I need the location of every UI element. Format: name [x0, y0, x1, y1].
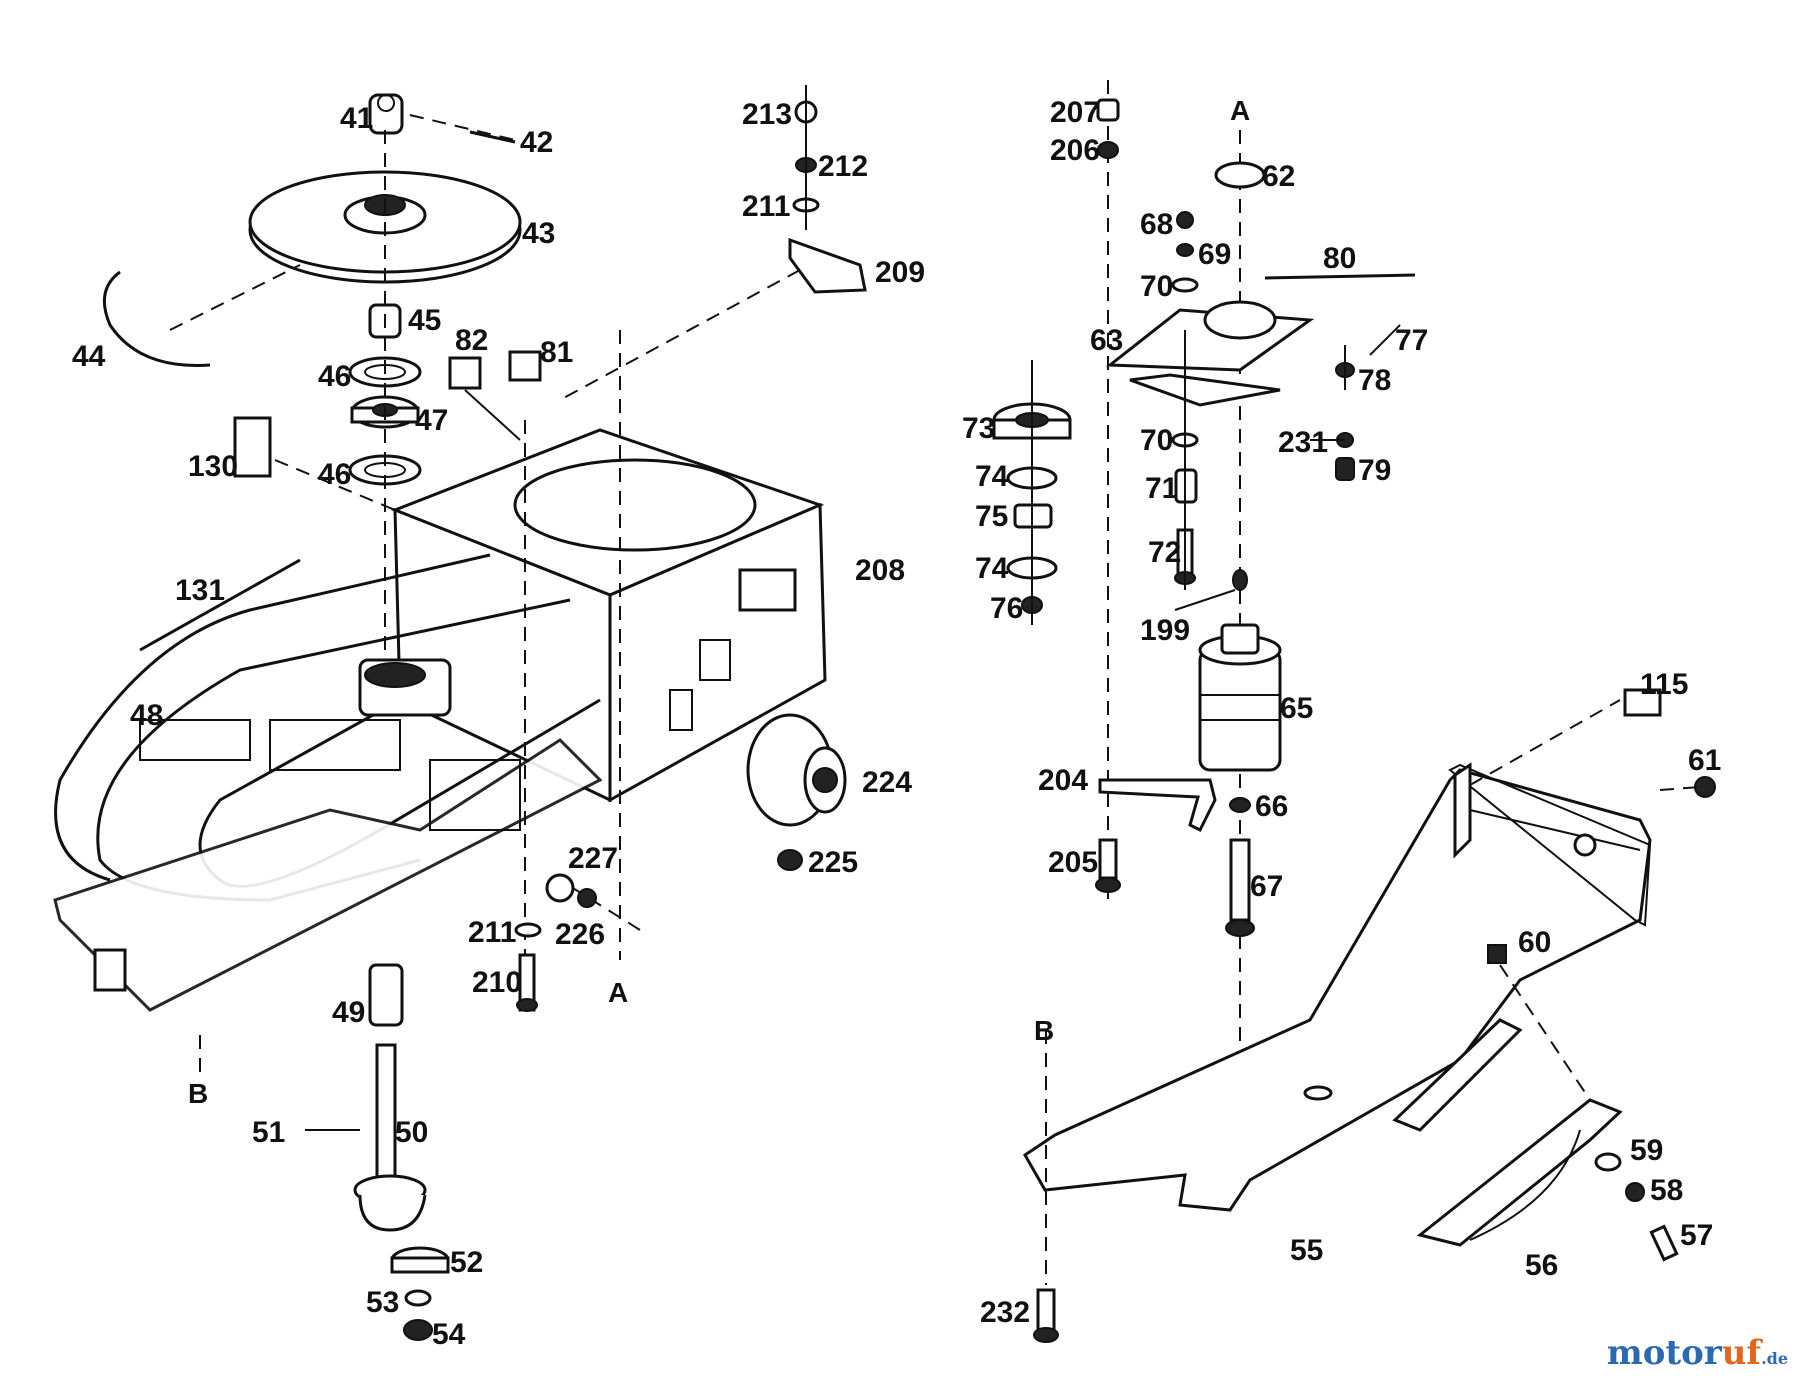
label-232: 232: [980, 1296, 1030, 1329]
label-60: 60: [1518, 926, 1551, 959]
label-62: 62: [1262, 160, 1295, 193]
label-199: 199: [1140, 614, 1190, 647]
label-82: 82: [455, 324, 488, 357]
label-53: 53: [366, 1286, 399, 1319]
label-B-left: B: [188, 1078, 208, 1109]
label-59: 59: [1630, 1134, 1663, 1167]
label-61: 61: [1688, 744, 1721, 777]
label-66: 66: [1255, 790, 1288, 823]
label-49: 49: [332, 996, 365, 1029]
label-41: 41: [340, 102, 373, 135]
label-130: 130: [188, 450, 238, 483]
watermark-part-b: uf: [1721, 1333, 1762, 1373]
label-58: 58: [1650, 1174, 1683, 1207]
label-67: 67: [1250, 870, 1283, 903]
label-205: 205: [1048, 846, 1098, 879]
label-211b: 211: [468, 916, 516, 949]
label-42: 42: [520, 126, 553, 159]
label-52: 52: [450, 1246, 483, 1279]
label-46: 46: [318, 360, 351, 393]
label-207: 207: [1050, 96, 1100, 129]
label-77: 77: [1395, 324, 1428, 357]
label-115: 115: [1640, 668, 1688, 701]
label-79: 79: [1358, 454, 1391, 487]
label-68: 68: [1140, 208, 1173, 241]
label-204: 204: [1038, 764, 1088, 797]
part-labels: 41 42 43 44 45 46 47 46 130 131 48 49 50…: [72, 95, 1721, 1351]
label-208: 208: [855, 554, 905, 587]
motoruf-watermark: motoruf.de: [1607, 1333, 1788, 1373]
label-224: 224: [862, 766, 912, 799]
label-225: 225: [808, 846, 858, 879]
label-76: 76: [990, 592, 1023, 625]
label-70b: 70: [1140, 424, 1173, 457]
bracket-parts-center: [514, 85, 867, 1012]
label-55: 55: [1290, 1234, 1323, 1267]
watermark-part-a: motor: [1606, 1333, 1722, 1373]
label-78: 78: [1358, 364, 1391, 397]
frame-housing: [53, 269, 827, 1012]
label-48: 48: [130, 699, 163, 732]
label-51: 51: [252, 1116, 285, 1149]
label-43: 43: [522, 217, 555, 250]
label-231: 231: [1278, 426, 1328, 459]
right-column-parts: [992, 80, 1416, 1050]
label-206: 206: [1050, 134, 1100, 167]
label-227: 227: [568, 842, 618, 875]
label-213: 213: [742, 98, 792, 131]
label-74b: 74: [975, 552, 1009, 585]
label-71: 71: [1145, 472, 1178, 505]
label-69: 69: [1198, 238, 1231, 271]
label-226: 226: [555, 918, 605, 951]
label-57: 57: [1680, 1219, 1713, 1252]
lower-spindle-parts: [199, 963, 450, 1341]
label-54: 54: [432, 1318, 466, 1351]
label-75: 75: [975, 500, 1008, 533]
label-B-right: B: [1034, 1015, 1054, 1046]
label-56: 56: [1525, 1249, 1558, 1282]
lower-right-plate: [1023, 688, 1716, 1343]
label-80: 80: [1323, 242, 1356, 275]
label-81: 81: [540, 336, 573, 369]
label-211: 211: [742, 190, 790, 223]
label-46b: 46: [318, 458, 351, 491]
label-A-bottom: A: [608, 977, 628, 1008]
label-210: 210: [472, 966, 522, 999]
label-44: 44: [72, 340, 106, 373]
label-212: 212: [818, 150, 868, 183]
label-A-top: A: [1230, 95, 1250, 126]
label-70: 70: [1140, 270, 1173, 303]
label-73: 73: [962, 412, 995, 445]
label-131: 131: [175, 574, 225, 607]
label-72: 72: [1148, 536, 1181, 569]
watermark-suffix: .de: [1761, 1349, 1788, 1368]
label-209: 209: [875, 256, 925, 289]
label-74: 74: [975, 460, 1009, 493]
label-65: 65: [1280, 692, 1313, 725]
label-45: 45: [408, 304, 441, 337]
label-50: 50: [395, 1116, 428, 1149]
pulley-assembly: [102, 93, 522, 700]
label-47: 47: [415, 404, 448, 437]
label-63: 63: [1090, 324, 1123, 357]
